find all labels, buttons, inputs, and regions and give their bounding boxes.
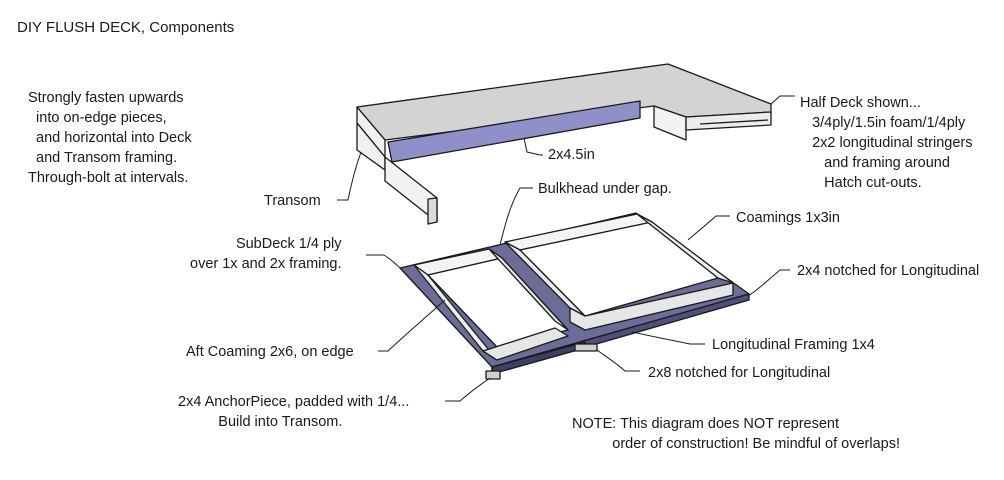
fasten-note: Strongly fasten upwards into on-edge pie…	[28, 90, 192, 186]
transom-leg-end	[427, 197, 438, 225]
dimension-2x45-label: 2x4.5in	[548, 147, 595, 163]
bulkhead-wall	[488, 248, 569, 331]
bulkhead-label: Bulkhead under gap.	[538, 181, 672, 197]
anchor-piece-label: 2x4 AnchorPiece, padded with 1/4... Buil…	[178, 394, 410, 430]
leader-longitudinal	[631, 331, 705, 345]
leader-transom	[337, 151, 362, 201]
leader-2x8	[596, 349, 640, 372]
coamings-label: Coamings 1x3in	[736, 210, 840, 226]
half-deck	[356, 63, 772, 225]
half-deck-arm-edge	[653, 105, 687, 141]
leader-lines	[337, 95, 795, 402]
diagram-title: DIY FLUSH DECK, Components	[17, 19, 235, 36]
leader-bulkhead	[499, 187, 533, 246]
leader-half-deck	[770, 95, 795, 105]
leader-anchor	[445, 377, 491, 402]
half-deck-label: Half Deck shown... 3/4ply/1.5in foam/1/4…	[800, 95, 973, 191]
subdeck-assembly	[399, 212, 750, 380]
leader-subdeck	[366, 254, 405, 273]
transom-label: Transom	[264, 193, 321, 209]
half-deck-underside	[387, 100, 641, 163]
notched-2x8-piece	[574, 343, 598, 352]
leader-aft-coaming	[378, 299, 446, 352]
subdeck-label: SubDeck 1/4 ply over 1x and 2x framing.	[190, 236, 342, 272]
leader-coamings	[687, 215, 730, 241]
anchor-piece	[485, 370, 501, 380]
construction-note: NOTE: This diagram does NOT represent or…	[572, 416, 901, 452]
leader-2x45	[523, 137, 543, 156]
half-deck-arm-end	[685, 111, 772, 131]
longitudinal-framing-label: Longitudinal Framing 1x4	[712, 337, 875, 353]
notched-2x4-label: 2x4 notched for Longitudinal	[797, 263, 980, 279]
leader-2x4-notched	[747, 269, 790, 297]
coaming-front-wall	[569, 282, 734, 331]
aft-coaming-label: Aft Coaming 2x6, on edge	[186, 344, 354, 360]
left-box-front	[482, 327, 569, 361]
notched-2x8-label: 2x8 notched for Longitudinal	[648, 365, 831, 381]
